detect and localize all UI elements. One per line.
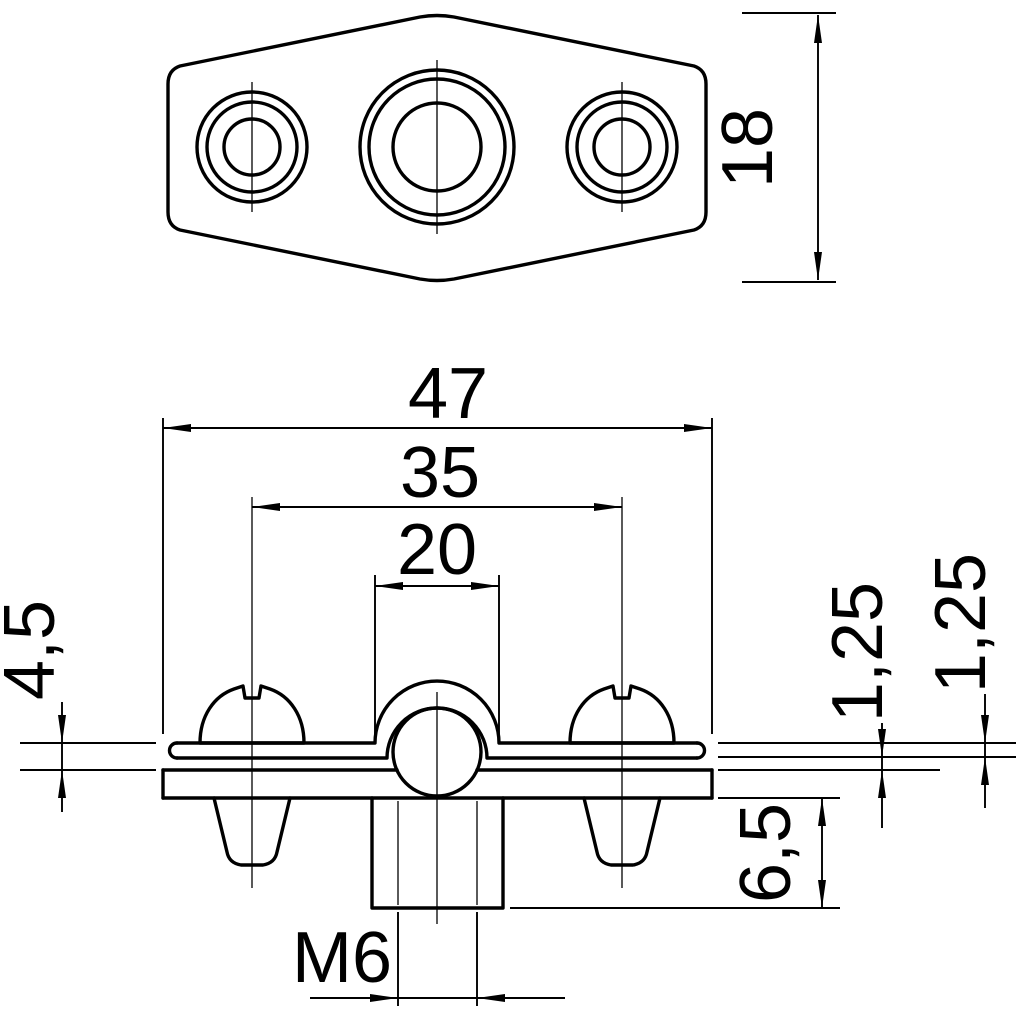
dim-saddle-width: 20 [374,510,500,738]
dim-strap-thickness: 1,25 [718,553,1016,808]
dimensions: 18 47 35 20 4, [0,12,1016,1006]
dim-hole-spacing: 35 [251,433,623,888]
front-view [161,679,714,924]
right-screw-head [568,684,676,745]
dim-label-35: 35 [400,433,480,513]
dim-overall-width: 47 [162,354,713,734]
dim-thread: M6 [292,912,565,1006]
strap-top-contour [175,679,699,745]
dim-label-47: 47 [408,354,488,434]
strap-right-rolled-end [695,741,707,760]
left-screw-head [198,684,306,745]
dim-label-18: 18 [708,108,788,188]
strap-left-rolled-end [167,741,179,760]
top-view-plate-outline [166,13,708,283]
dim-end-height: 4,5 [0,600,156,812]
dim-label-6-5: 6,5 [726,803,806,903]
dim-label-4-5: 4,5 [0,600,70,700]
dim-base-thickness: 1,25 [718,582,940,828]
dim-bush-height: 6,5 [510,797,840,909]
dim-label-1-25-outer: 1,25 [921,553,1001,693]
dim-label-1-25-inner: 1,25 [818,582,898,722]
top-view [166,13,708,283]
dim-top-view-height: 18 [708,12,836,283]
dim-label-20: 20 [397,510,477,590]
dim-label-m6: M6 [292,918,392,998]
